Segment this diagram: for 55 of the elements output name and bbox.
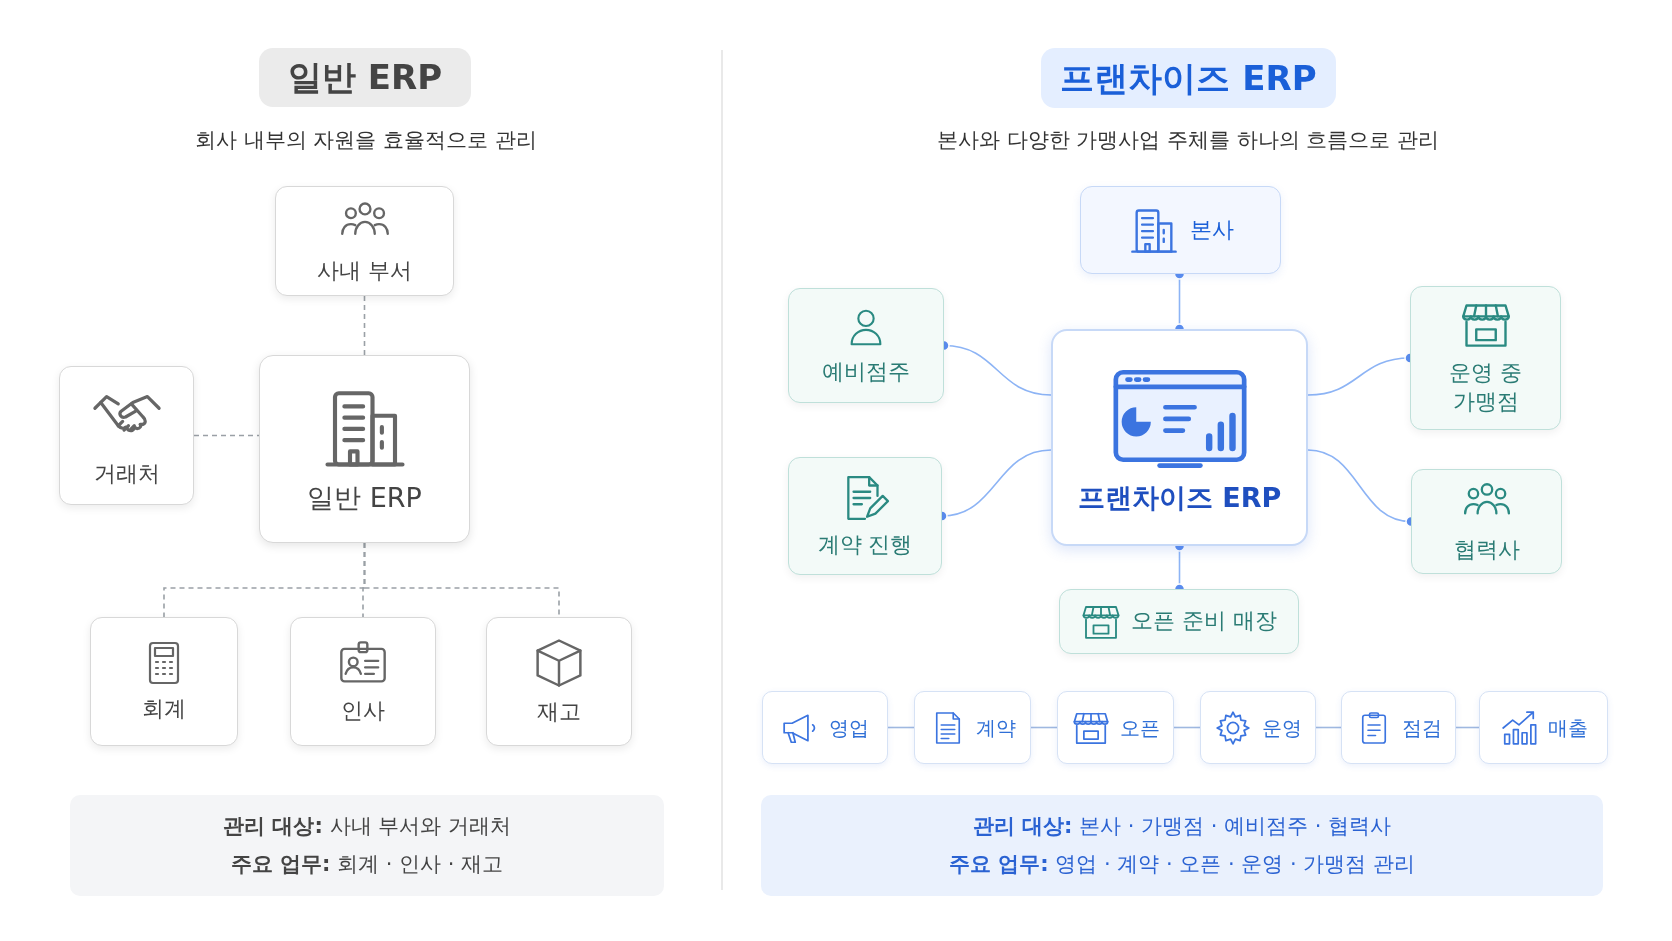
step-box	[1479, 691, 1608, 764]
node-label: 운영 중 가맹점	[1448, 359, 1523, 416]
partner-box	[59, 366, 194, 505]
connector	[1315, 726, 1342, 729]
node-label: 예비점주	[822, 358, 910, 387]
connector	[1030, 726, 1058, 729]
subtitle: 본사와 다양한 가맹사업 주체를 하나의 흐름으로 관리	[936, 127, 1440, 154]
node-label: 일반 ERP	[307, 481, 422, 516]
node-label: 프랜차이즈 ERP	[1077, 480, 1282, 515]
node-label: 본사	[1189, 215, 1234, 244]
stakeholder-box	[1059, 589, 1299, 654]
stakeholder-box	[788, 288, 944, 403]
summary-line: 관리 대상: 사내 부서와 거래처	[223, 813, 511, 841]
node-label: 사내 부서	[317, 256, 412, 285]
connector	[363, 542, 560, 618]
node-label: 협력사	[1453, 536, 1520, 565]
summary-line: 관리 대상: 본사 · 가맹점 · 예비점주 · 협력사	[972, 813, 1392, 841]
title: 일반 ERP	[287, 56, 443, 100]
node-label: 운영	[1262, 714, 1302, 741]
node-label: 재고	[537, 698, 581, 727]
node-label: 점검	[1401, 714, 1442, 741]
node-label: 오픈	[1119, 714, 1160, 741]
stakeholder-box	[1411, 469, 1562, 574]
title-pill	[1041, 48, 1336, 108]
module-box	[90, 617, 238, 746]
node-label: 영업	[829, 714, 869, 741]
node-label: 거래처	[93, 460, 160, 489]
connector	[887, 726, 915, 729]
module-box	[486, 617, 632, 746]
module-box	[290, 617, 436, 746]
node-label: 매출	[1547, 714, 1588, 741]
node-label: 회계	[142, 695, 186, 724]
node-label: 계약	[975, 714, 1016, 741]
step-box	[762, 691, 888, 764]
hub-box	[259, 355, 470, 543]
node-label: 인사	[341, 697, 385, 726]
step-box	[1341, 691, 1456, 764]
headquarters-box	[1080, 186, 1281, 274]
connector	[1173, 726, 1201, 729]
step-box	[914, 691, 1031, 764]
summary-line: 주요 업무: 영업 · 계약 · 오픈 · 운영 · 가맹점 관리	[948, 850, 1416, 878]
step-box	[1057, 691, 1174, 764]
step-box	[1200, 691, 1316, 764]
stakeholder-box	[1410, 286, 1561, 430]
connector	[1455, 726, 1480, 729]
title: 프랜차이즈 ERP	[1060, 56, 1317, 100]
stakeholder-box	[788, 457, 942, 575]
hub-box	[1051, 329, 1308, 546]
subtitle: 회사 내부의 자원을 효율적으로 관리	[195, 127, 537, 154]
node-label: 계약 진행	[817, 530, 913, 559]
connector	[193, 434, 260, 437]
node-label: 오픈 준비 매장	[1131, 607, 1277, 636]
connector	[363, 295, 366, 356]
department-box	[275, 186, 454, 296]
summary-line: 주요 업무: 회계 · 인사 · 재고	[230, 850, 504, 878]
